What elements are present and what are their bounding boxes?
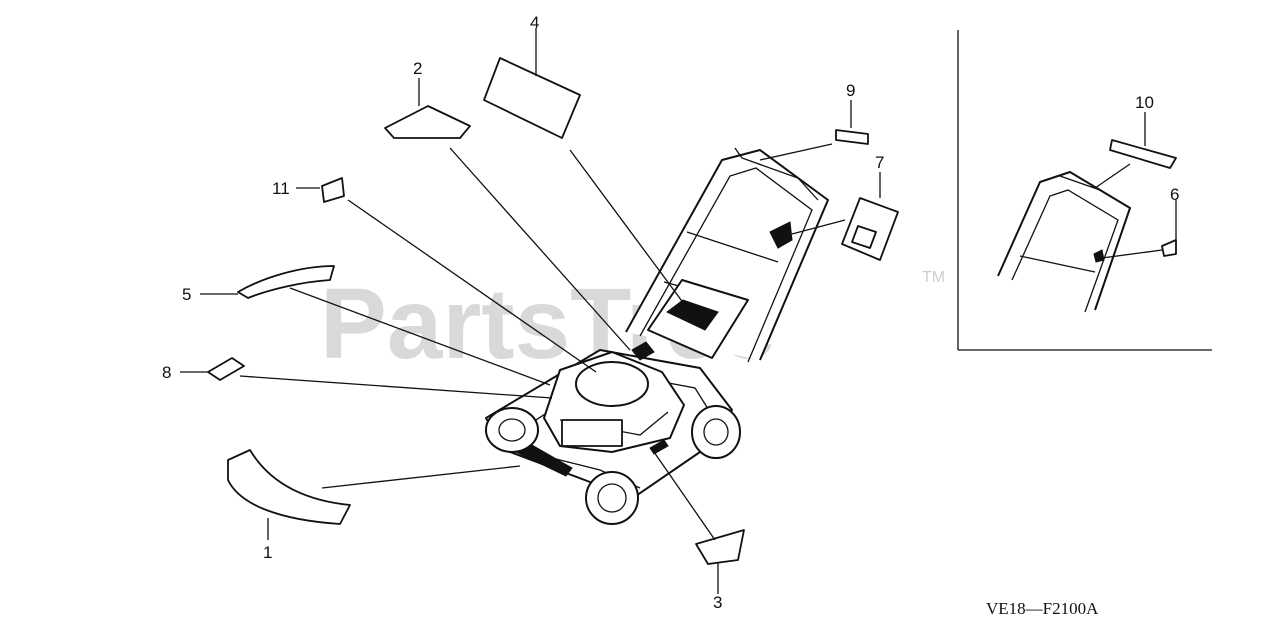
leader-lines [180,28,1177,594]
callout-8: 8 [162,363,171,382]
callout-4: 4 [530,13,539,32]
callout-1: 1 [263,543,272,562]
part-9-icon[interactable] [835,129,869,145]
callout-11: 11 [272,179,290,198]
engine-cap [575,361,649,407]
figure-code: VE18—F2100A [986,599,1099,618]
part-4-icon[interactable] [483,57,581,139]
bag-label-stripe [666,299,719,331]
part-8-icon[interactable] [207,357,245,381]
callout-7: 7 [875,153,884,172]
rear-label-patch [649,439,669,455]
inset-frame [957,30,1212,351]
lawn-mower-icon [485,147,829,525]
front-left-wheel [485,407,539,453]
callout-3: 3 [713,593,722,612]
engine-block [561,419,623,447]
part-6-icon[interactable] [1161,239,1177,257]
front-right-wheel [585,471,639,525]
part-5-icon[interactable] [237,265,335,299]
callout-10: 10 [1135,93,1154,112]
part-11-icon[interactable] [321,177,345,203]
callout-2: 2 [413,59,422,78]
part-3-icon[interactable] [695,529,745,565]
part-1-icon[interactable] [227,449,351,525]
inset-handle-icon [997,171,1131,313]
part-7-icon[interactable] [841,197,899,261]
rear-right-wheel [691,405,741,459]
part-10-icon[interactable] [1109,139,1177,169]
callout-6: 6 [1170,185,1179,204]
callout-9: 9 [846,81,855,100]
callout-5: 5 [182,285,191,304]
upper-label-patch [631,341,655,361]
watermark-trademark: TM [922,269,945,286]
part-2-icon[interactable] [384,105,471,139]
handle-label-patch [769,221,793,249]
